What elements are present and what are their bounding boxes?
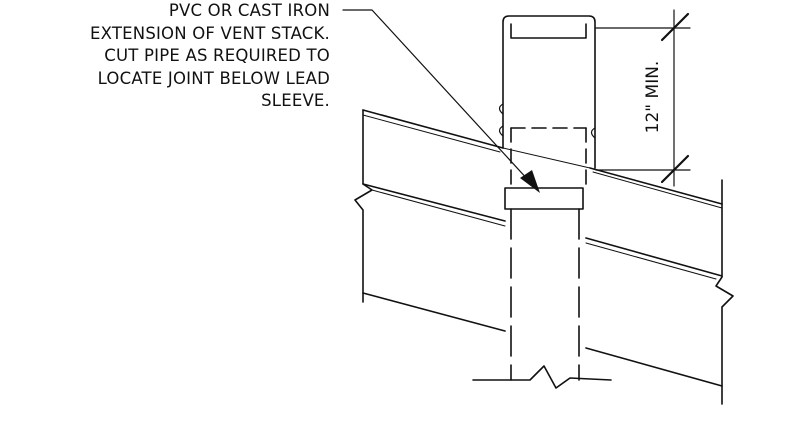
roof-deck-line-inner [371,189,717,280]
dim-tick-top [660,12,690,42]
leader-arrowhead [520,170,540,193]
lead-sleeve-cap [510,23,587,39]
dim-tick-bottom [660,154,690,184]
leader-line [342,9,531,183]
flashing-sheet [502,147,591,169]
note-line-1: PVC OR CAST IRON [168,1,330,20]
note-line-5: SLEEVE. [261,91,330,110]
pipe-coupling [504,187,584,210]
note-line-3: CUT PIPE AS REQUIRED TO [104,46,330,65]
left-break-line [354,109,373,303]
sleeve-fold-right [590,127,596,139]
sleeve-fold-left [498,103,504,137]
pipe-break-line [472,365,612,389]
roof-deck-line [362,183,723,277]
note-line-4: LOCATE JOINT BELOW LEAD [97,68,330,88]
roof-top-line-inner [362,114,723,209]
dimension-label: 12" MIN. [643,61,663,134]
ceiling-line [362,292,723,387]
note-line-2: EXTENSION OF VENT STACK. [90,23,330,43]
annotation-note: PVC OR CAST IRON EXTENSION OF VENT STACK… [90,0,330,113]
lead-sleeve [502,15,596,169]
right-break-line [715,179,734,405]
roof-top-line [362,109,723,205]
